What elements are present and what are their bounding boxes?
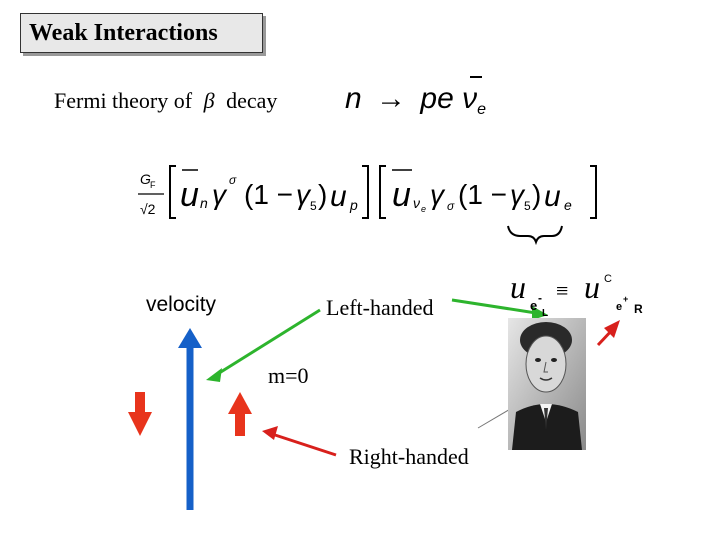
svg-text:u: u [330,180,347,213]
u-nu-bar: u [392,176,411,214]
spin-down-arrow-shaft [135,392,145,414]
beta-decay-reaction: n → pe νe [345,76,486,119]
fermi-text-after: decay [226,88,278,113]
svg-text:n: n [200,195,208,211]
svg-text:e: e [616,301,622,313]
svg-text:u: u [510,269,526,305]
svg-text:σ: σ [447,199,455,213]
svg-text:): ) [532,179,541,210]
physicist-portrait-icon [508,318,586,450]
gf-symbol: G [140,171,151,187]
svg-text:(1 −: (1 − [244,179,293,210]
left-handed-label: Left-handed [326,295,434,320]
svg-text:R: R [634,302,643,316]
svg-text:e: e [421,204,426,214]
svg-text:5: 5 [310,199,317,213]
svg-text:L: L [542,308,548,319]
svg-text:≡: ≡ [556,278,568,303]
svg-text:5: 5 [524,199,531,213]
reaction-e: e [437,82,454,115]
svg-text:(1 −: (1 − [458,179,507,210]
left-handed-pointer [215,308,321,377]
reaction-arrow: → [376,82,407,115]
svg-text:+: + [623,294,628,304]
svg-text:e: e [564,197,572,213]
portrait-callout [477,407,513,429]
fermi-text-before: Fermi theory of [54,88,193,113]
underbrace [507,225,563,246]
title-box: Weak Interactions [20,13,263,53]
svg-text:e: e [530,298,537,313]
svg-text:γ: γ [212,179,228,210]
right-handed-pointer [271,432,337,457]
svg-text:ν: ν [413,195,420,211]
spin-up-arrow-shaft [235,414,245,436]
beta-symbol: β [203,88,215,113]
reaction-n: n [345,82,362,115]
svg-text:u: u [544,180,561,213]
svg-text:γ: γ [510,179,526,210]
svg-text:C: C [604,273,612,285]
velocity-arrowhead [178,328,202,348]
reaction-p: p [420,82,438,115]
sqrt2: √2 [140,201,156,217]
svg-text:u: u [584,269,600,305]
spin-up-arrowhead [228,392,252,414]
svg-text:p: p [349,197,358,213]
massless-label: m=0 [268,363,309,388]
u-n-bar: u [180,176,199,214]
svg-text:-: - [538,291,542,305]
fermi-theory-label: Fermi theory of β decay [54,88,277,114]
spin-down-arrowhead [128,412,152,436]
svg-text:): ) [318,179,327,210]
reaction-antineutrino: νe [462,76,486,118]
svg-text:γ: γ [296,179,312,210]
right-handed-label: Right-handed [349,444,469,469]
svg-text:γ: γ [430,179,446,210]
fermi-formula: G F √2 u n γ σ (1 − γ 5 ) u p u ν e γ σ … [138,165,597,219]
page-title: Weak Interactions [29,20,218,46]
left-handed-pointer-right [451,298,537,315]
gf-sub: F [150,180,156,190]
svg-text:σ: σ [229,173,237,187]
velocity-label: velocity [146,293,217,316]
chirality-equivalence: u e - L ≡ u C e + R [508,268,678,328]
